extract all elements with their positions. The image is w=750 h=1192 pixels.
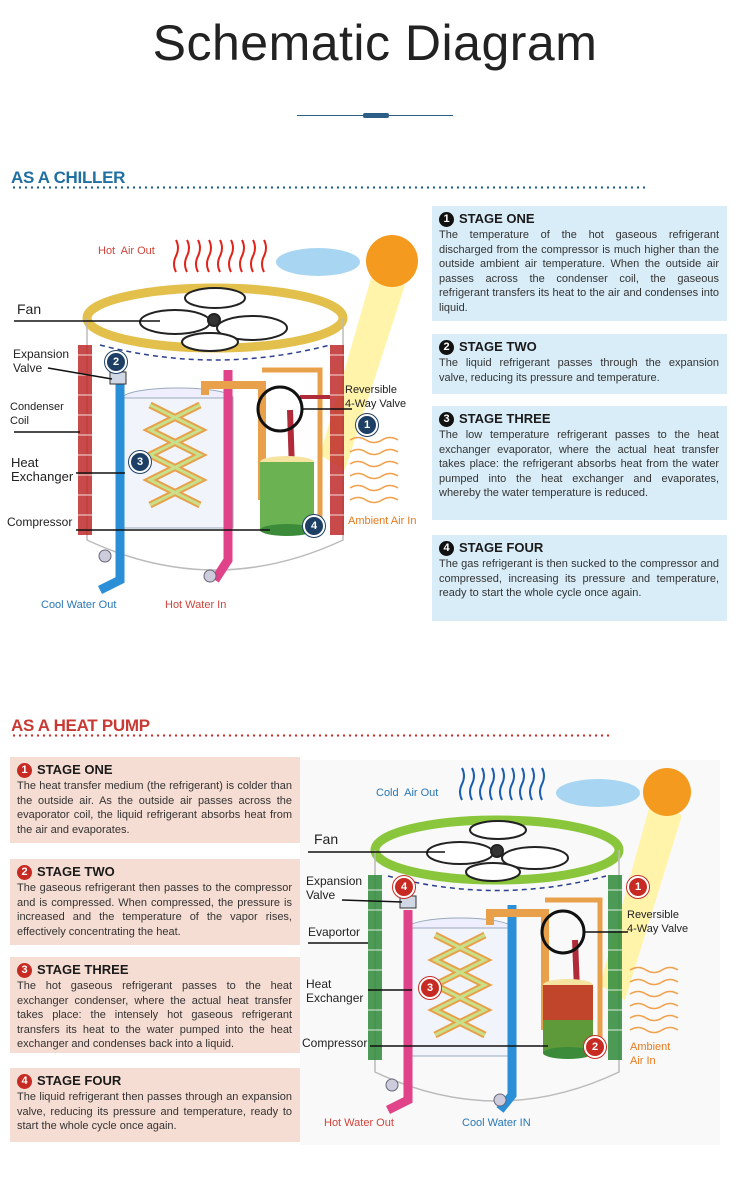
chiller-dotted-rule [11,186,647,189]
chiller-section-heading: AS A CHILLER [11,168,126,187]
chiller-label-ambient-air-in: Ambient Air In [348,515,417,527]
heat-pump-label-ambient-air-in: Ambient Air In [630,1041,671,1067]
heat-pump-stage-three-box: 3 STAGE THREE The hot gaseous refrigerant… [10,957,300,1053]
stage-number-icon: 4 [439,541,454,556]
stage-title: STAGE FOUR [459,540,544,556]
fan-icon [426,820,569,882]
chiller-marker-1: 1 [356,414,378,436]
stage-title: STAGE THREE [37,962,129,978]
stage-number-icon: 4 [17,1074,32,1089]
chiller-stage-two-box: 2 STAGE TWO The liquid refrigerant passes… [432,334,727,394]
heat-pump-label-cool-water-in: Cool Water IN [462,1117,531,1129]
heat-pump-label-expansion-valve: Expansion Valve [306,874,363,902]
heat-pump-dotted-rule [11,734,611,737]
heat-pump-marker-1: 1 [627,876,649,898]
stage-number-icon: 3 [17,963,32,978]
chiller-label-hot-air-out: Hot Air Out [98,245,155,257]
stage-body: The temperature of the hot gaseous refri… [439,229,719,314]
stage-title: STAGE THREE [459,411,551,427]
stage-title: STAGE ONE [37,762,113,778]
chiller-label-compressor: Compressor [7,515,73,529]
chiller-stage-four-box: 4 STAGE FOUR The gas refrigerant is then … [432,535,727,621]
heat-pump-label-evaporator: Evaportor [308,925,361,939]
heat-pump-marker-4: 4 [393,876,415,898]
sun-icon [366,235,418,287]
stage-body: The hot gaseous refrigerant passes to th… [17,980,292,1050]
heat-pump-stage-four-box: 4 STAGE FOUR The liquid refrigerant then … [10,1068,300,1142]
stage-number-icon: 2 [439,340,454,355]
cloud-icon [276,248,360,276]
stage-body: The liquid refrigerant passes through th… [439,357,719,384]
chiller-label-fan: Fan [17,301,42,317]
stage-title: STAGE ONE [459,211,535,227]
chiller-label-reversible-valve: Reversible 4-Way Valve [345,384,407,410]
chiller-stage-three-box: 3 STAGE THREE The low temperature refrige… [432,406,727,520]
heat-pump-marker-3: 3 [419,977,441,999]
stage-body: The gaseous refrigerant then passes to t… [17,882,292,938]
heat-pump-stage-two-box: 2 STAGE TWO The gaseous refrigerant then … [10,859,300,945]
stage-number-icon: 3 [439,412,454,427]
stage-body: The gas refrigerant is then sucked to th… [439,558,719,599]
heat-pump-label-cold-air-out: Cold Air Out [376,787,439,799]
stage-number-icon: 2 [17,865,32,880]
heat-pump-label-fan: Fan [314,831,339,847]
heat-pump-section-heading: AS A HEAT PUMP [11,716,150,735]
heat-pump-marker-2: 2 [584,1036,606,1058]
stage-body: The liquid refrigerant then passes throu… [17,1091,292,1132]
stage-title: STAGE TWO [459,339,537,355]
heat-pump-stage-one-box: 1 STAGE ONE The heat transfer medium (the… [10,757,300,843]
chiller-marker-2: 2 [105,351,127,373]
fan-icon [139,287,288,352]
page-title: Schematic Diagram [152,15,598,71]
chiller-marker-3: 3 [129,451,151,473]
heat-pump-label-compressor: Compressor [302,1036,368,1050]
stage-title: STAGE TWO [37,864,115,880]
sun-icon [643,768,691,816]
heat-pump-label-heat-exchanger: Heat Exchanger [306,977,364,1005]
stage-number-icon: 1 [439,212,454,227]
chiller-label-expansion-valve: Expansion Valve [13,347,70,375]
hot-air-arrows [173,239,267,273]
title-divider-mark [363,113,389,118]
chiller-stage-one-box: 1 STAGE ONE The temperature of the hot ga… [432,206,727,321]
stage-body: The heat transfer medium (the refrigeran… [17,780,292,836]
cloud-icon [556,779,640,807]
chiller-label-condenser-coil: Condenser Coil [10,401,64,427]
heat-pump-label-reversible-valve: Reversible 4-Way Valve [627,909,689,935]
stage-body: The low temperature refrigerant passes t… [439,429,719,499]
stage-number-icon: 1 [17,763,32,778]
chiller-marker-4: 4 [303,515,325,537]
chiller-label-cool-water-out: Cool Water Out [41,599,117,611]
chiller-label-heat-exchanger: Heat Exchanger [11,455,74,484]
chiller-label-hot-water-in: Hot Water In [165,599,227,611]
heat-pump-label-hot-water-out: Hot Water Out [324,1117,394,1129]
stage-title: STAGE FOUR [37,1073,122,1089]
